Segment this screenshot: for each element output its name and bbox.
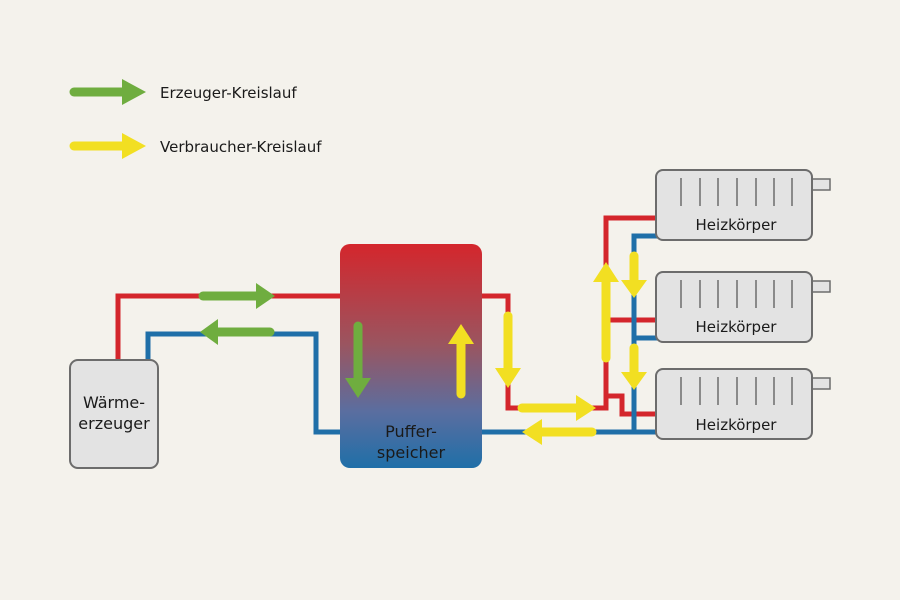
radiator-3: Heizkörper xyxy=(655,368,831,440)
buffer-tank-label-line2: speicher xyxy=(377,443,446,462)
radiator-1-label: Heizkörper xyxy=(696,216,778,234)
return-down-arrow-icon-lower xyxy=(621,343,647,390)
tank-up-arrow-icon xyxy=(448,324,474,399)
tank-down-arrow-icon xyxy=(345,321,371,398)
radiator-2-label: Heizkörper xyxy=(696,318,778,336)
return-down-arrow-icon-upper xyxy=(621,251,647,298)
buffer-tank: Puffer- speicher xyxy=(340,244,482,468)
legend-producer-arrow-icon xyxy=(69,79,146,105)
radiator-2-fins xyxy=(680,280,793,308)
radiator-2: Heizkörper xyxy=(655,271,831,343)
consumer-supply-branch-3 xyxy=(606,393,660,417)
radiator-3-fins xyxy=(680,377,793,405)
legend-consumer-arrow-icon xyxy=(69,133,146,159)
riser-up-arrow-icon xyxy=(593,262,619,363)
producer-return-arrow-icon xyxy=(200,319,275,345)
radiator-3-label: Heizkörper xyxy=(696,416,778,434)
consumer-return-left-arrow-icon xyxy=(522,419,597,445)
legend: Erzeuger-Kreislauf Verbraucher-Kreislauf xyxy=(69,79,322,159)
producer-return-pipe xyxy=(145,331,342,435)
producer-flow-arrows xyxy=(198,283,371,398)
consumer-supply-right-arrow-icon xyxy=(517,395,596,421)
producer-supply-arrow-icon xyxy=(198,283,275,309)
heat-generator: Wärme- erzeuger xyxy=(69,359,159,469)
heat-generator-label-line1: Wärme- xyxy=(83,393,145,412)
radiator-1: Heizkörper xyxy=(655,169,831,241)
buffer-tank-label-line1: Puffer- xyxy=(385,422,437,441)
consumer-supply-down-arrow-icon xyxy=(495,311,521,388)
heat-generator-label-line2: erzeuger xyxy=(78,414,150,433)
legend-consumer-label: Verbraucher-Kreislauf xyxy=(160,138,322,156)
legend-producer-label: Erzeuger-Kreislauf xyxy=(160,84,297,102)
consumer-flow-arrows xyxy=(448,251,647,445)
radiator-1-fins xyxy=(680,178,793,206)
